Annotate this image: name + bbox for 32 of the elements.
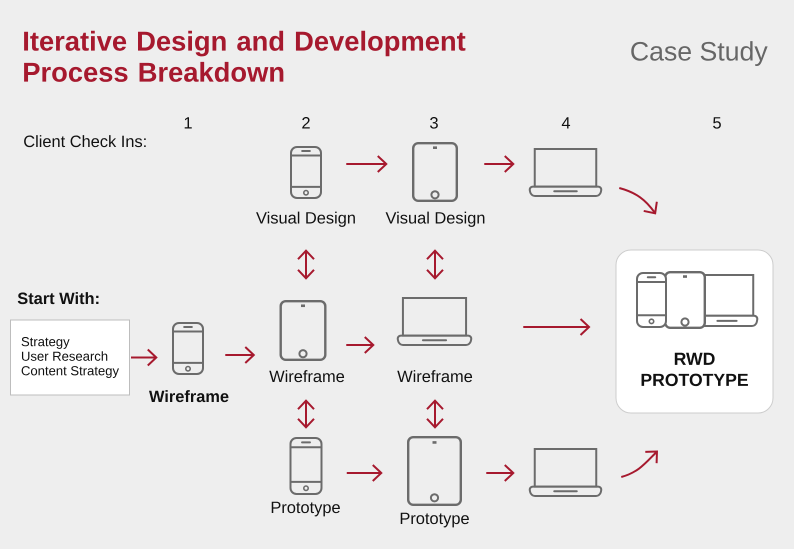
arrow: [484, 155, 515, 173]
node-label: Wireframe: [397, 370, 472, 382]
double-arrow: [426, 399, 444, 429]
node-label: Prototype: [400, 512, 469, 528]
row-label: Client Check Ins:: [24, 135, 146, 148]
text-box: Strategy User Research Content Strategy: [10, 320, 130, 396]
arrow: [346, 336, 375, 354]
step-number: 5: [713, 117, 721, 129]
double-arrow: [297, 249, 315, 280]
double-arrow: [297, 399, 315, 429]
double-arrow: [426, 249, 444, 280]
curved-arrow: [620, 450, 658, 478]
laptop-icon: [528, 448, 602, 497]
node-label: Prototype: [272, 502, 340, 516]
curved-arrow: [618, 187, 658, 214]
node-label: Visual Design: [256, 212, 355, 227]
node-label: Wireframe: [149, 390, 228, 402]
node-label: Visual Design: [386, 212, 484, 227]
arrow: [225, 346, 256, 364]
title: Iterative Design and Development Process Breakdown: [24, 30, 466, 82]
step-number: 1: [184, 117, 192, 128]
step-number: 2: [302, 117, 310, 128]
arrow: [131, 348, 158, 366]
step-number: 4: [562, 117, 570, 128]
arrow: [346, 464, 383, 482]
arrow: [346, 155, 388, 173]
subtitle: Case Study: [631, 41, 768, 66]
arrow: [523, 318, 590, 336]
node-label: Wireframe: [269, 370, 344, 382]
arrow: [486, 464, 515, 482]
row-label: Start With:: [18, 292, 98, 304]
laptop-icon: [528, 148, 602, 197]
